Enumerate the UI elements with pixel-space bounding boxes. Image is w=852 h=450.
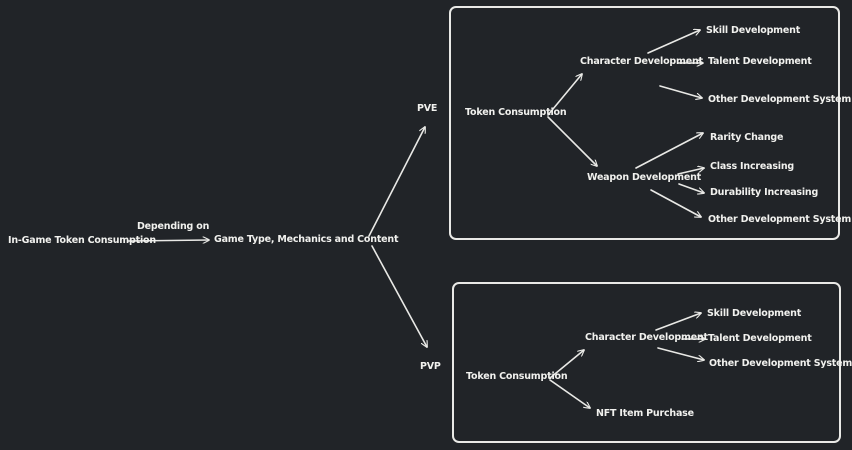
node-pvp-other-development: Other Development System <box>709 358 852 369</box>
node-pvp-character-development: Character Development <box>585 332 708 343</box>
arrow-pve-char-other <box>659 85 702 98</box>
node-pvp-token-consumption: Token Consumption <box>466 371 568 382</box>
node-pvp: PVP <box>420 361 441 372</box>
arrow-pve-weapon-class <box>677 168 704 175</box>
node-in-game-token-consumption: In-Game Token Consumption <box>8 235 156 246</box>
node-game-type: Game Type, Mechanics and Content <box>214 234 399 245</box>
arrow-pve-char-skill <box>647 30 700 54</box>
node-pve-skill-development: Skill Development <box>706 25 801 36</box>
node-pve-class-increasing: Class Increasing <box>710 161 794 172</box>
node-pve-weapon-development: Weapon Development <box>587 172 701 183</box>
node-pve-token-consumption: Token Consumption <box>465 107 567 118</box>
node-pve-rarity-change: Rarity Change <box>710 132 784 143</box>
arrow-to-pve <box>368 127 425 237</box>
pvp-group-box <box>452 282 841 443</box>
arrow-pvp-char-skill <box>655 313 701 331</box>
node-pve-char-other-development: Other Development System <box>708 94 852 105</box>
arrow-to-pvp <box>371 245 427 347</box>
node-pve-character-development: Character Development <box>580 56 703 67</box>
edge-label-depending-on: Depending on <box>137 221 210 232</box>
arrow-pve-weapon-rarity <box>635 133 703 169</box>
node-pvp-nft-item-purchase: NFT Item Purchase <box>596 408 694 419</box>
arrow-pvp-token-character <box>549 350 584 379</box>
arrow-pve-weapon-durability <box>678 183 704 193</box>
node-pve-durability-increasing: Durability Increasing <box>710 187 819 198</box>
arrow-pve-token-weapon <box>547 116 597 166</box>
arrow-pve-token-character <box>547 74 582 116</box>
arrow-pvp-token-nft <box>549 379 590 408</box>
arrow-depending-on <box>127 240 210 241</box>
arrow-pvp-char-other <box>657 347 704 360</box>
pve-group-box <box>449 6 840 240</box>
arrow-pve-weapon-other <box>650 189 701 217</box>
node-pve-talent-development: Talent Development <box>708 56 812 67</box>
node-pve: PVE <box>417 103 438 114</box>
node-pvp-talent-development: Talent Development <box>708 333 812 344</box>
node-pvp-skill-development: Skill Development <box>707 308 802 319</box>
node-pve-weapon-other-development: Other Development System <box>708 214 852 225</box>
